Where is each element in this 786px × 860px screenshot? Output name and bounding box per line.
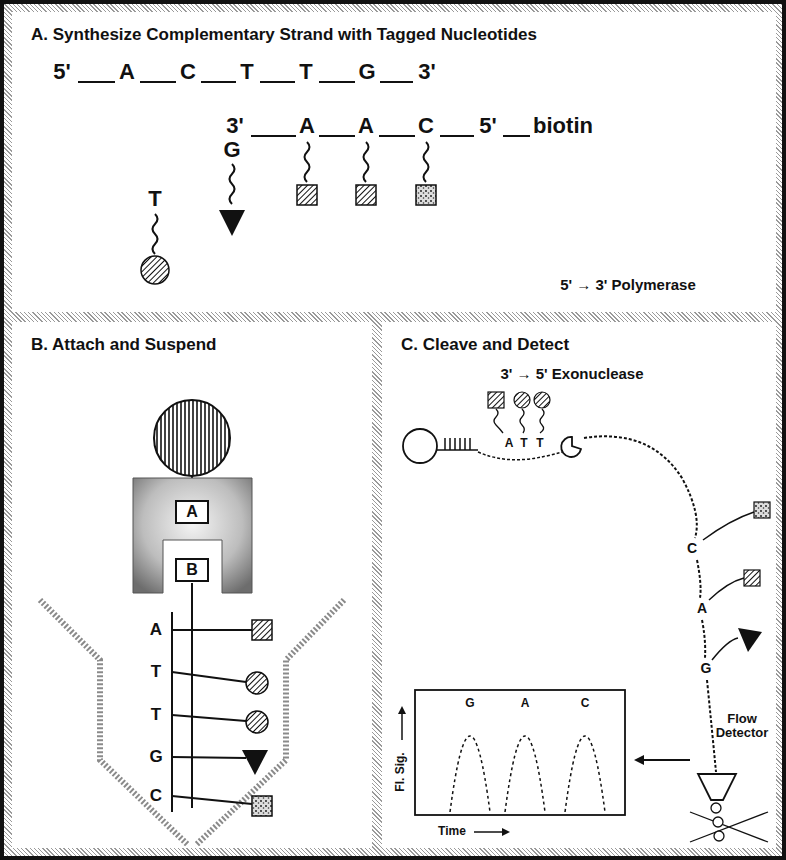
label: 3': [226, 114, 243, 138]
box-letter: B: [186, 561, 198, 579]
panel-title: C. Cleave and Detect: [401, 335, 569, 355]
label: C: [150, 787, 162, 806]
label: biotin: [533, 114, 593, 138]
label: Time: [438, 825, 466, 838]
label: Flow Detector: [711, 712, 773, 741]
label: T: [520, 437, 527, 450]
label: 5': [479, 114, 496, 138]
panel-title: B. Attach and Suspend: [31, 335, 216, 355]
label: C: [581, 697, 590, 710]
label: A: [505, 437, 514, 450]
label: A: [358, 114, 374, 138]
label: Fl. Sig.: [394, 752, 407, 791]
label: C: [685, 541, 699, 556]
label: G: [699, 661, 714, 676]
label: T: [151, 663, 161, 682]
panel-title: A. Synthesize Complementary Strand with …: [31, 25, 537, 45]
label: G: [149, 748, 162, 767]
label: C: [180, 60, 196, 84]
label: A: [521, 697, 530, 710]
label: T: [240, 60, 253, 84]
box-letter: A: [186, 503, 198, 521]
label: T: [151, 706, 161, 725]
label-box: A: [175, 500, 209, 524]
label: G: [465, 697, 474, 710]
label-box: B: [175, 558, 209, 582]
label: A: [695, 601, 709, 616]
label: T: [299, 60, 312, 84]
label: 5': [53, 60, 70, 84]
label: A: [119, 60, 135, 84]
label: A: [299, 114, 315, 138]
label: T: [536, 437, 543, 450]
label: C: [418, 114, 434, 138]
label: 3': [418, 60, 435, 84]
label: 5' → 3' Polymerase: [560, 277, 696, 294]
label: 3' → 5' Exonuclease: [500, 366, 643, 383]
label: G: [358, 60, 375, 84]
label: G: [223, 138, 240, 162]
label: A: [150, 621, 162, 640]
label: T: [148, 187, 161, 211]
